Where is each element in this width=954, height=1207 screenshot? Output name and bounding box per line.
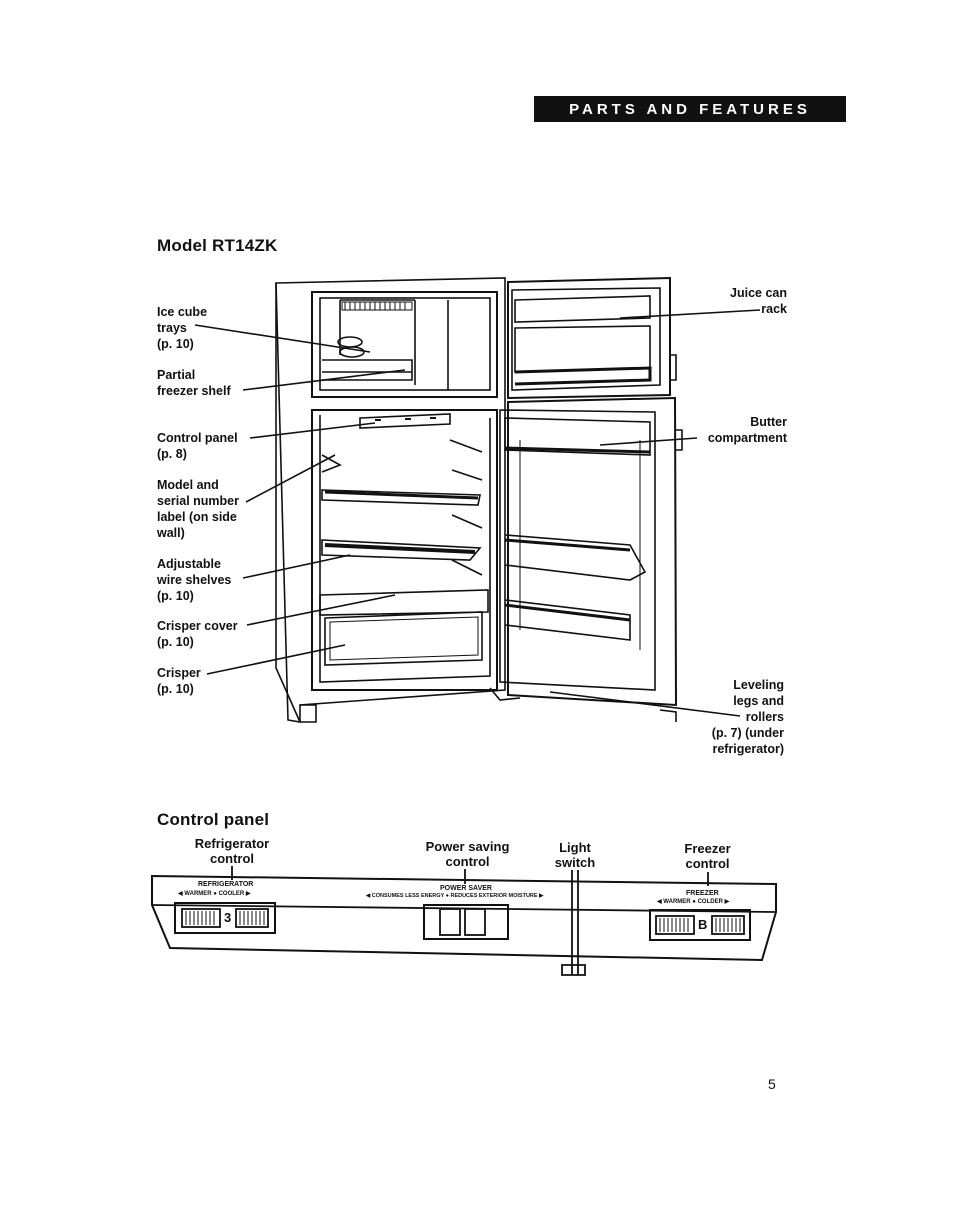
label-crisper: Crisper (p. 10) [157,666,201,696]
label-control-panel: Control panel (p. 8) [157,431,238,461]
label-light-switch: Light switch [554,840,596,870]
panel-text-refrigerator-scale: ◀ WARMER ● COOLER ▶ [178,891,251,897]
panel-text-power-saver: POWER SAVER [440,885,492,892]
label-partial-freezer-shelf: Partial freezer shelf [157,368,231,398]
section-banner: PARTS AND FEATURES [534,96,846,122]
control-panel-title: Control panel [157,810,270,829]
label-refrigerator-control: Refrigerator control [194,836,270,866]
label-juice-can-rack: Juice can rack [730,286,787,316]
label-power-saving-control: Power saving control [425,839,510,869]
freezer-dial-setting: B [698,917,708,932]
page-number: 5 [768,1076,776,1092]
refrigerator-dial-setting: 3 [224,910,232,925]
panel-text-freezer: FREEZER [686,890,719,897]
label-model-serial: Model and serial number label (on side w… [157,478,239,540]
label-ice-cube-trays: Ice cube trays (p. 10) [157,305,208,351]
label-freezer-control: Freezer control [684,841,731,871]
label-leveling-legs: Leveling legs and rollers (p. 7) (under … [711,678,784,756]
model-title: Model RT14ZK [157,236,278,255]
label-adjustable-shelves: Adjustable wire shelves (p. 10) [157,557,232,603]
panel-text-power-saver-scale: ◀ CONSUMES LESS ENERGY ● REDUCES EXTERIO… [366,893,544,899]
panel-text-refrigerator: REFRIGERATOR [198,881,254,888]
label-butter-compartment: Butter compartment [707,415,787,445]
label-crisper-cover: Crisper cover (p. 10) [157,619,238,649]
panel-text-freezer-scale: ◀ WARMER ● COLDER ▶ [657,899,730,905]
